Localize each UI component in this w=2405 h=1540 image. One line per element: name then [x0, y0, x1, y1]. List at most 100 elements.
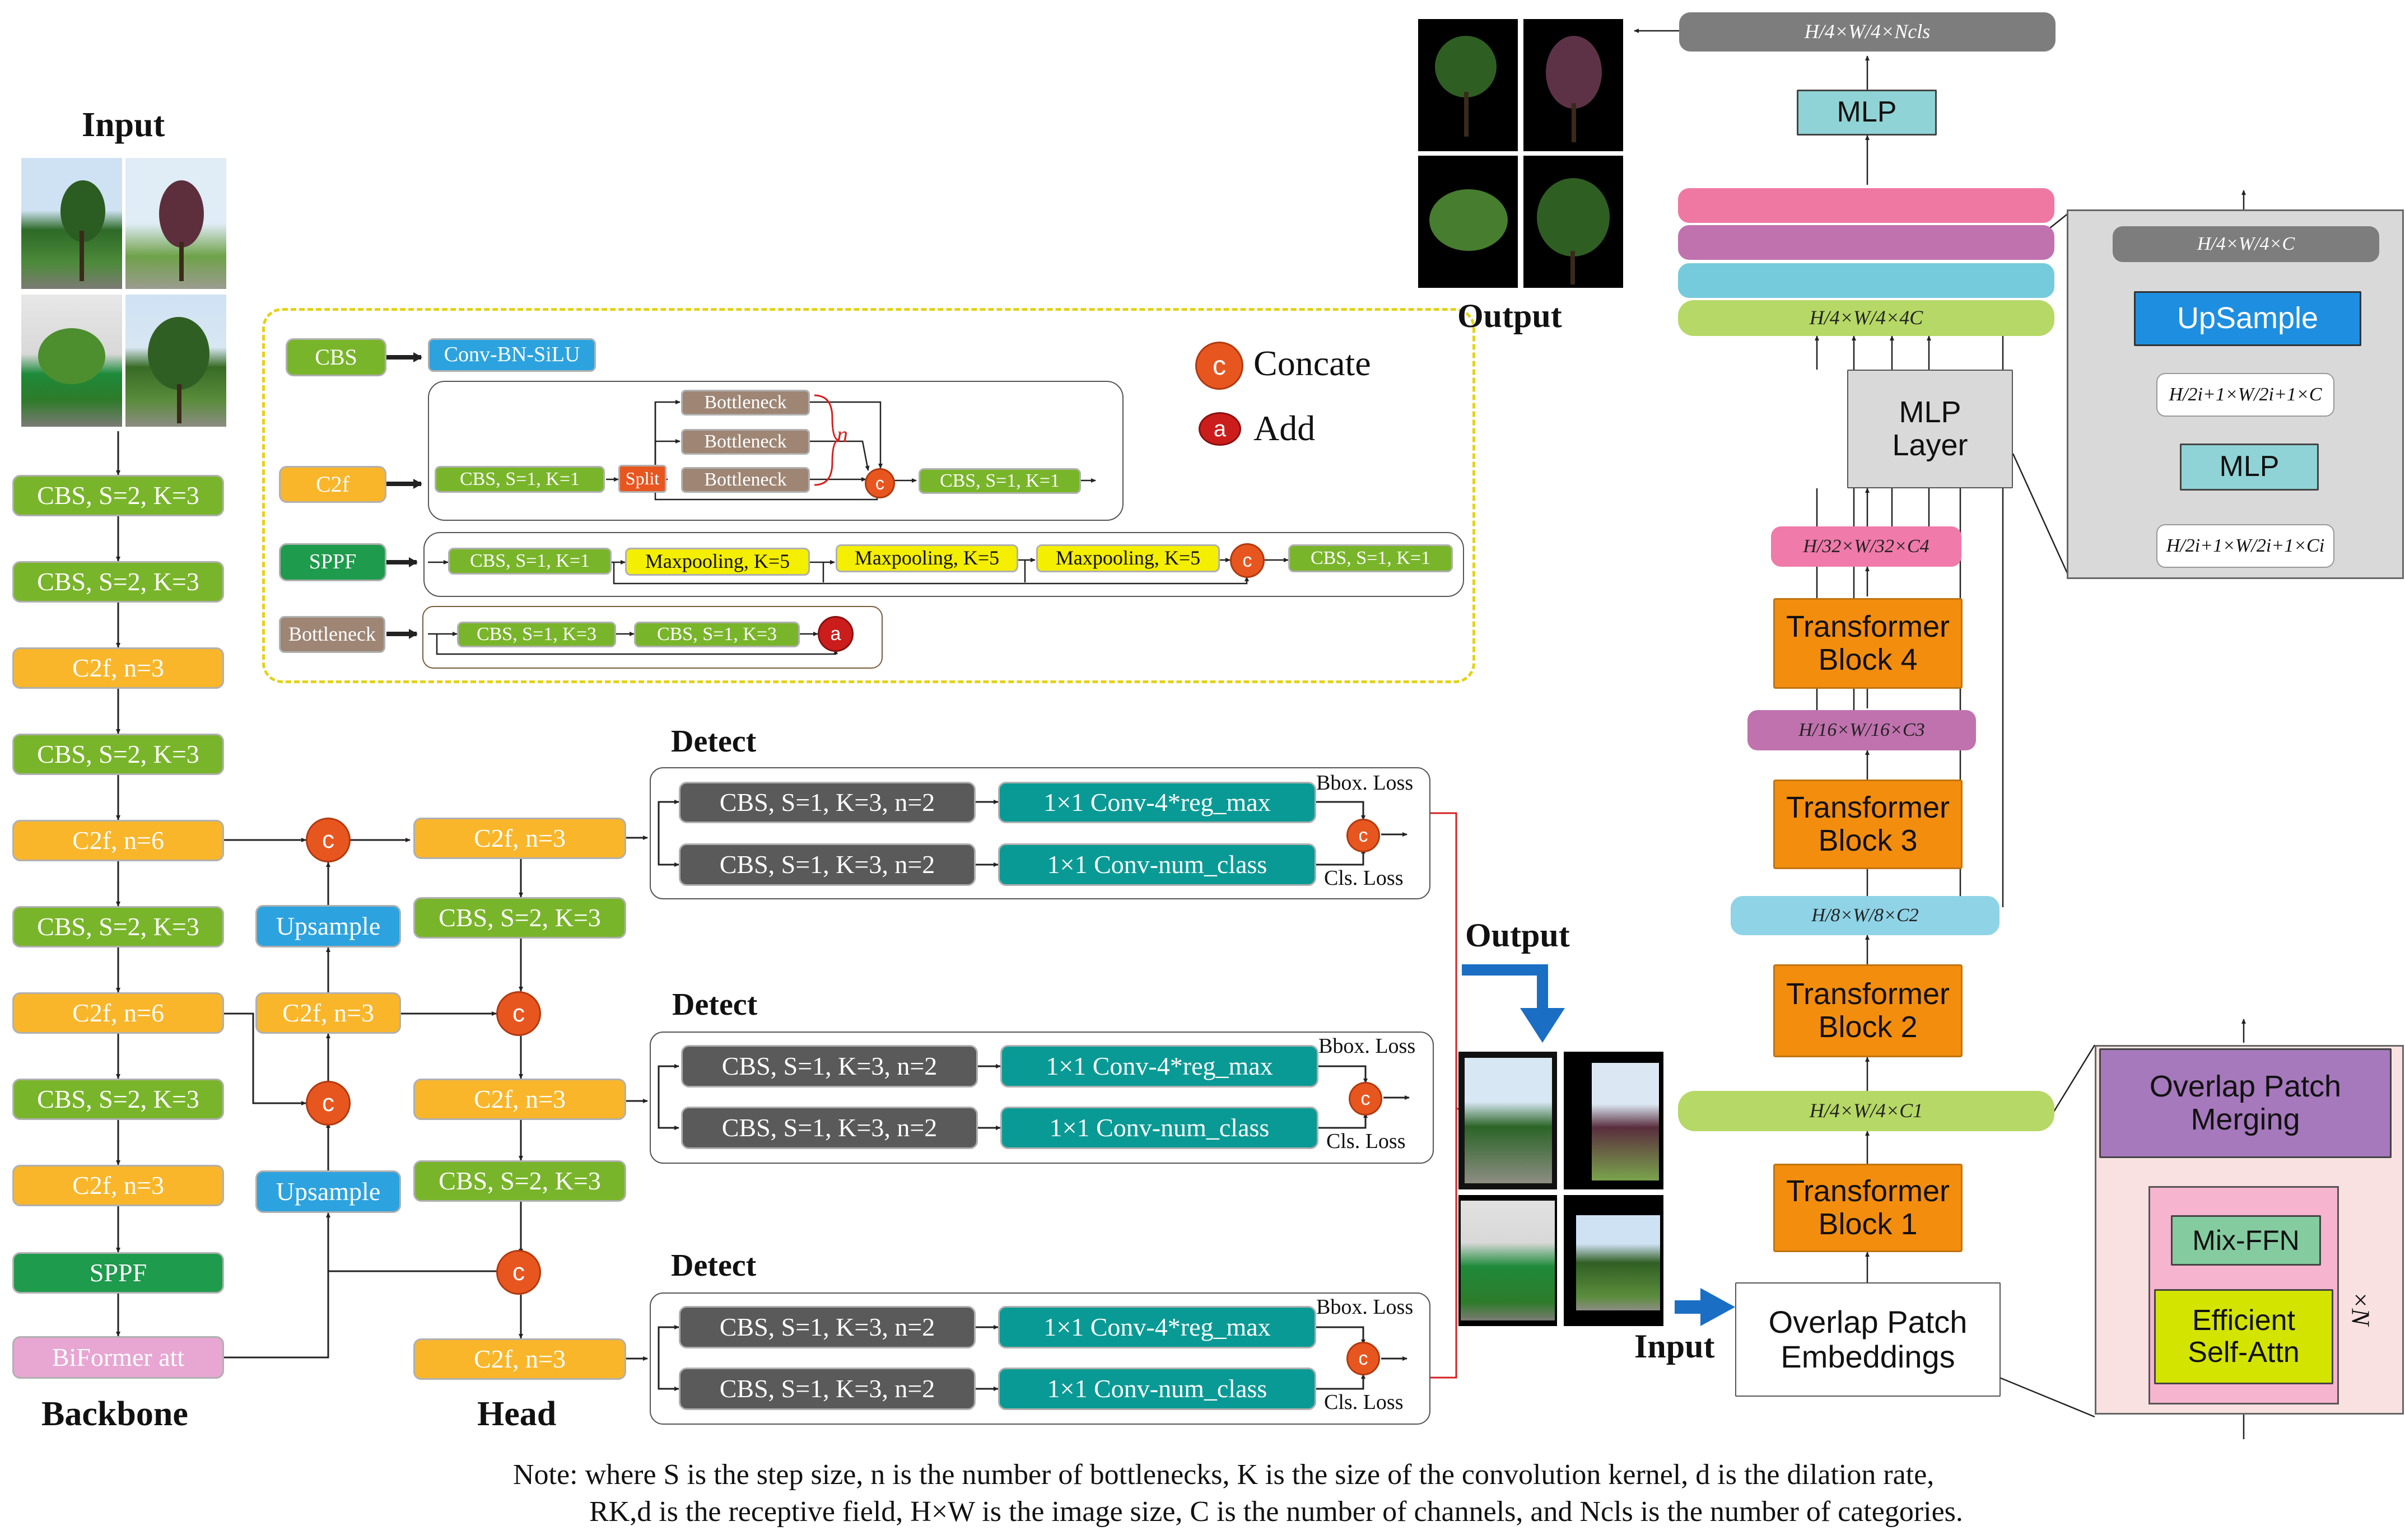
legend-add-label: Add [1253, 408, 1316, 448]
legend-maxpool-1: Maxpooling, K=5 [625, 548, 810, 576]
backbone-layer-6: CBS, S=2, K=3 [12, 906, 224, 948]
seg-c3-dim: H/16×W/16×C3 [1747, 710, 1976, 750]
detect-1-cls-loss: Cls. Loss [1324, 866, 1404, 890]
neck-upsample-1: Upsample [255, 905, 401, 948]
legend-sppf-cbs-out: CBS, S=1, K=1 [1288, 544, 1453, 572]
detect-1-title: Detect [671, 724, 757, 759]
detect-3-conv-reg: 1×1 Conv-4*reg_max [998, 1306, 1316, 1348]
detect-3-concat: c [1346, 1342, 1380, 1375]
block-detail-merging: Overlap Patch Merging [2099, 1048, 2392, 1158]
detect-2-cbs-reg: CBS, S=1, K=3, n=2 [681, 1045, 978, 1088]
note-line-1: Note: where S is the step size, n is the… [513, 1459, 1935, 1491]
detect-1-conv-cls: 1×1 Conv-num_class [998, 843, 1316, 886]
detect-2-cbs-cls: CBS, S=1, K=3, n=2 [681, 1107, 978, 1149]
detect-2-title: Detect [672, 987, 758, 1022]
legend-sppf: SPPF [279, 543, 386, 581]
seg-c1-dim: H/4×W/4×C1 [1678, 1091, 2054, 1131]
legend-c2f: C2f [279, 466, 386, 503]
backbone-layer-5: C2f, n=6 [12, 820, 224, 861]
detect-3-bbox-loss: Bbox. Loss [1316, 1295, 1414, 1319]
seg-tb1-text: Transformer Block 1 [1786, 1174, 1950, 1241]
seg-transformer-block-1: Transformer Block 1 [1773, 1164, 1963, 1252]
backbone-layer-8: CBS, S=2, K=3 [12, 1079, 224, 1120]
mlp-detail-mid-dim: H/2i+1×W/2i+1×C [2156, 373, 2334, 417]
head-c2f-2: C2f, n=3 [413, 1079, 626, 1120]
mlp-detail-upsample: UpSample [2134, 291, 2361, 346]
backbone-layer-4: CBS, S=2, K=3 [12, 734, 224, 775]
detect-3-frame [650, 1292, 1430, 1425]
legend-c2f-cbs-in: CBS, S=1, K=1 [435, 466, 605, 493]
concat-node-1: c [306, 818, 351, 862]
backbone-layer-9: C2f, n=3 [12, 1165, 224, 1206]
legend-bottleneck-cbs-2: CBS, S=1, K=3 [634, 622, 800, 647]
mlp-detail-in-dim: H/2i+1×W/2i+1×Ci [2156, 524, 2334, 568]
legend-bottleneck-2: Bottleneck [681, 429, 810, 455]
top-output-image-3 [1418, 156, 1518, 288]
seg-transformer-block-2: Transformer Block 2 [1773, 964, 1963, 1057]
concat-node-3: c [496, 991, 541, 1036]
head-cbs-2: CBS, S=2, K=3 [413, 1160, 626, 1202]
block-detail-attn: Efficient Self-Attn [2154, 1289, 2333, 1384]
detect-2-conv-cls: 1×1 Conv-num_class [1000, 1107, 1318, 1149]
legend-concate-icon: c [1195, 342, 1243, 390]
legend-frame [262, 308, 1475, 683]
backbone-layer-1: CBS, S=2, K=3 [12, 475, 224, 516]
input-image-3 [21, 295, 122, 427]
middle-image-1 [1458, 1052, 1557, 1189]
note-line-2: RK,d is the receptive field, H×W is the … [589, 1496, 1963, 1528]
bottleneck-legend-frame [422, 606, 883, 669]
legend-maxpool-3: Maxpooling, K=5 [1036, 544, 1220, 572]
detect-2-cls-loss: Cls. Loss [1326, 1130, 1406, 1153]
seg-tb2-text: Transformer Block 2 [1786, 977, 1950, 1044]
head-c2f-3: C2f, n=3 [413, 1338, 626, 1380]
legend-add-icon: a [1199, 412, 1241, 446]
detect-2-bbox-loss: Bbox. Loss [1318, 1034, 1416, 1058]
seg-concat-dim: H/4×W/4×4C [1678, 300, 2054, 336]
middle-image-2 [1564, 1052, 1663, 1189]
c2f-legend-frame [428, 381, 1124, 521]
seg-mlp-top: MLP [1797, 90, 1937, 136]
legend-bottleneck-1: Bottleneck [681, 390, 810, 416]
seg-concat-pink [1678, 188, 2054, 223]
detect-1-concat: c [1346, 819, 1380, 852]
legend-sppf-concat: c [1230, 543, 1265, 578]
neck-c2f-mid: C2f, n=3 [255, 992, 401, 1034]
seg-tb4-text: Transformer Block 4 [1786, 609, 1950, 676]
detect-2-concat: c [1349, 1082, 1382, 1116]
seg-concat-cyan [1678, 263, 2054, 298]
seg-top-dim: H/4×W/4×Ncls [1679, 12, 2056, 52]
backbone-layer-3: C2f, n=3 [12, 647, 224, 689]
detect-1-bbox-loss: Bbox. Loss [1316, 771, 1414, 795]
block-detail-attn-text: Efficient Self-Attn [2188, 1304, 2300, 1369]
legend-split: Split [618, 465, 666, 493]
top-output-image-1 [1418, 19, 1518, 151]
backbone-layer-2: CBS, S=2, K=3 [12, 561, 224, 603]
detect-2-conv-reg: 1×1 Conv-4*reg_max [1000, 1045, 1318, 1088]
legend-c2f-cbs-out: CBS, S=1, K=1 [919, 468, 1081, 494]
head-c2f-1: C2f, n=3 [413, 818, 626, 859]
detect-1-cbs-reg: CBS, S=1, K=3, n=2 [679, 782, 976, 823]
detect-1-conv-reg: 1×1 Conv-4*reg_max [998, 782, 1316, 823]
backbone-layer-biformer: BiFormer att [12, 1336, 224, 1379]
legend-concate-label: Concate [1253, 343, 1371, 383]
top-output-image-2 [1523, 19, 1623, 151]
sppf-legend-frame [423, 532, 1464, 597]
backbone-title: Backbone [41, 1395, 188, 1433]
legend-c2f-concat: c [865, 468, 895, 498]
block-detail-repeat: ×N [2346, 1291, 2375, 1326]
seg-tb3-text: Transformer Block 3 [1786, 790, 1950, 857]
detect-3-cbs-cls: CBS, S=1, K=3, n=2 [679, 1368, 976, 1410]
detect-2-frame [650, 1032, 1434, 1164]
seg-embed-text: Overlap Patch Embeddings [1768, 1304, 1968, 1374]
top-output-label: Output [1457, 297, 1562, 334]
legend-n-label: n [837, 422, 848, 447]
legend-bottleneck-3: Bottleneck [681, 467, 810, 493]
block-detail-mixffn: Mix-FFN [2171, 1215, 2321, 1266]
legend-add-node: a [818, 616, 854, 652]
seg-c4-dim: H/32×W/32×C4 [1771, 526, 1961, 567]
detect-1-frame [650, 767, 1430, 899]
detect-3-title: Detect [671, 1248, 757, 1283]
detect-3-cls-loss: Cls. Loss [1324, 1390, 1404, 1414]
seg-transformer-block-3: Transformer Block 3 [1773, 780, 1963, 869]
seg-c2-dim: H/8×W/8×C2 [1731, 896, 1999, 935]
